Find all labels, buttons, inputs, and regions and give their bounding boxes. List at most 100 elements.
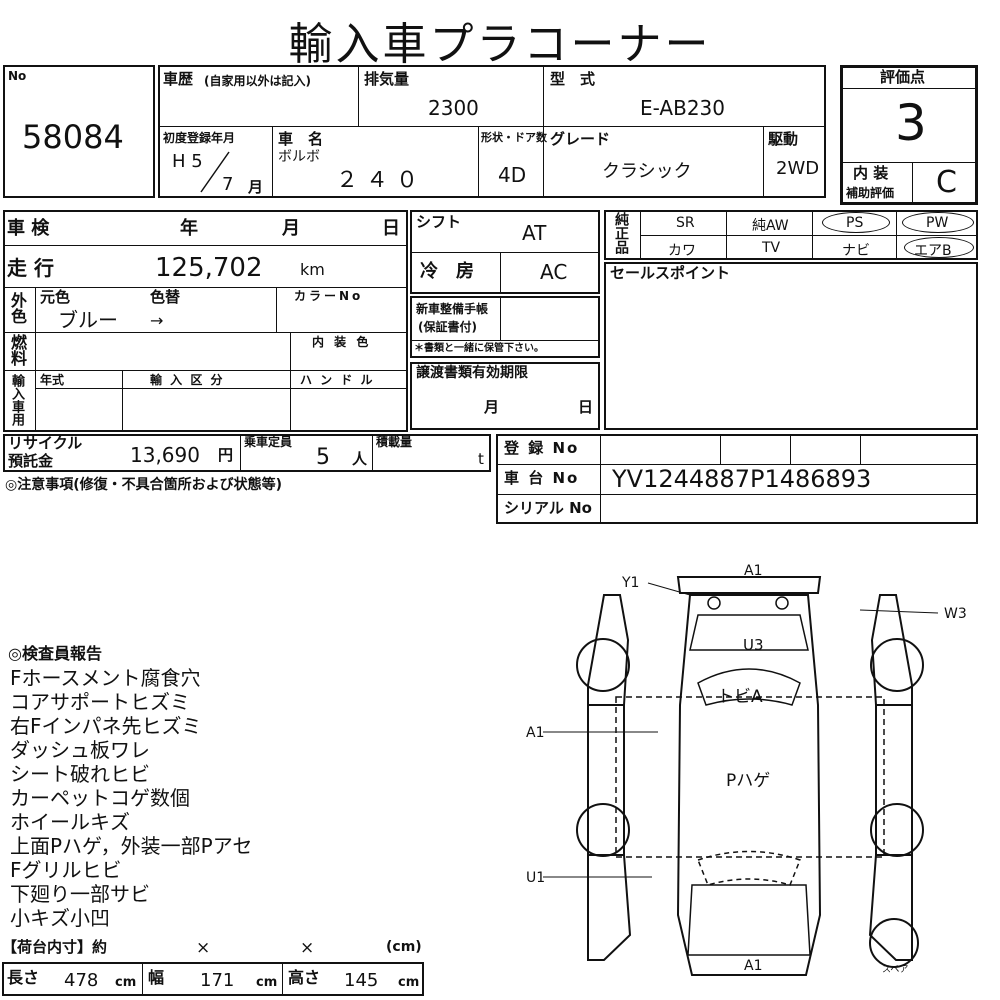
recycle-value: 13,690 [130, 443, 200, 467]
recycle-unit: 円 [218, 446, 234, 464]
manual-label-2: (保証書付) [418, 320, 477, 334]
report-line: カーペットコゲ数個 [10, 786, 190, 810]
diagram-mark-y1: Y1 [622, 575, 640, 591]
evaluation-label: 評価点 [880, 68, 926, 86]
import-class-label: 輸 入 区 分 [150, 373, 225, 387]
evaluation-score: 3 [895, 94, 927, 152]
option-ps-circled [822, 212, 890, 233]
sales-point-label: セールスポイント [610, 264, 731, 282]
recycle-label-1: リサイクル [8, 434, 83, 452]
cargo-unit: (cm) [386, 939, 422, 955]
option-aw: 純AW [752, 218, 789, 234]
length-value: 478 [64, 970, 99, 991]
grade-value: クラシック [602, 161, 692, 182]
report-line: ホイールキズ [10, 810, 130, 834]
option-pw-circled [902, 212, 974, 233]
height-label: 高さ [288, 968, 321, 987]
diagram-mark-u1: U1 [526, 870, 546, 886]
lot-number: 58084 [22, 118, 124, 156]
report-line: 小キズ小凹 [10, 906, 110, 930]
option-leather: カワ [668, 243, 696, 259]
diagram-mark-a1-left: A1 [526, 725, 545, 741]
mileage-unit: km [300, 260, 325, 279]
load-unit: t [478, 450, 484, 468]
first-reg-year: H 5 [172, 151, 203, 172]
original-color-label: 元色 [40, 288, 71, 306]
first-reg-label: 初度登録年月 [163, 131, 236, 145]
transfer-day: 日 [578, 398, 594, 416]
model-value: E-AB230 [640, 96, 725, 120]
aircon-label: 冷 房 [420, 261, 474, 282]
dimensions-box [2, 962, 424, 996]
evaluation-box [840, 65, 978, 205]
diagram-mark-a1-front: A1 [744, 958, 763, 974]
first-reg-month-unit: 月 [248, 178, 264, 196]
vehicle-info-grid [158, 65, 826, 198]
width-unit: cm [256, 975, 278, 990]
drive-value: 2WD [776, 158, 820, 179]
diagram-mark-p-hage: Pハゲ [726, 771, 771, 791]
car-maker: ボルボ [278, 149, 320, 165]
capacity-value: 5 [316, 445, 330, 470]
options-label: 純正品 [613, 212, 629, 254]
load-label: 積載量 [376, 435, 413, 449]
manual-note: ＊書類と一緒に保管下さい。 [414, 343, 544, 354]
transfer-box [410, 362, 600, 430]
aircon-value: AC [540, 260, 568, 284]
shift-label: シフト [416, 213, 462, 231]
changed-color-value: → [150, 311, 164, 330]
import-year-label: 年式 [40, 373, 65, 387]
report-line: Fホースメント腐食穴 [10, 666, 201, 690]
diagram-mark-a1-rear: A1 [744, 563, 763, 579]
page-title: 輸入車プラコーナー [288, 19, 712, 70]
report-line: Fグリルヒビ [10, 858, 122, 882]
report-line: 下廻り一部サビ [10, 882, 150, 906]
car-name-value: ２４０ [336, 168, 427, 193]
notes-label: ◎注意事項(修復・不具合箇所および状態等) [5, 477, 283, 493]
option-tv: TV [762, 240, 781, 256]
option-ps: PS [846, 215, 864, 231]
inspection-label: 車 検 [7, 218, 50, 239]
manual-box [410, 296, 600, 358]
color-code-label: カラーNo [294, 289, 364, 303]
model-label: 型 式 [550, 70, 596, 88]
transfer-label: 譲渡書類有効期限 [416, 365, 528, 381]
chassis-label: 車 台 No [504, 469, 580, 487]
history-note: (自家用以外は記入) [204, 74, 311, 88]
drive-label: 駆動 [768, 130, 799, 148]
width-value: 171 [200, 970, 235, 991]
lot-number-box [3, 65, 155, 198]
width-label: 幅 [148, 968, 165, 987]
inspection-day: 日 [382, 218, 400, 239]
diagram-mark-w3: W3 [944, 606, 967, 622]
car-name-label: 車 名 [278, 130, 324, 148]
interior-eval-label-2: 補助評価 [846, 186, 895, 200]
body-doors-value: 4D [498, 163, 527, 187]
transfer-month: 月 [484, 398, 500, 416]
cargo-label: 【荷台内寸】約 [2, 938, 108, 956]
cargo-x1: × [196, 938, 211, 958]
capacity-label: 乗車定員 [244, 435, 293, 449]
import-label: 輸入車用 [9, 374, 24, 426]
interior-eval-value: C [936, 165, 957, 200]
option-sr: SR [676, 215, 695, 231]
sales-point-box [604, 262, 978, 430]
changed-color-label: 色替 [150, 288, 181, 306]
cargo-x2: × [300, 938, 315, 958]
chassis-box [496, 434, 978, 524]
registration-details-box [3, 210, 408, 432]
recycle-label-2: 預託金 [8, 452, 54, 470]
mileage-label: 走 行 [7, 256, 54, 280]
manual-label-1: 新車整備手帳 [416, 302, 489, 316]
interior-eval-label-1: 内 装 [853, 164, 889, 182]
report-line: ダッシュ板ワレ [10, 738, 150, 762]
chassis-value: YV1244887P1486893 [612, 465, 872, 493]
spare-label: スペア [882, 965, 909, 975]
fuel-label: 燃料 [8, 334, 27, 366]
lot-number-label: No [8, 69, 27, 83]
report-line: シート破れヒビ [10, 762, 150, 786]
report-line: 上面Pハゲ，外装一部Pアセ [10, 834, 253, 858]
grade-label: グレード [550, 130, 611, 148]
original-color-value: ブルー [58, 308, 118, 332]
capacity-unit: 人 [352, 450, 368, 468]
